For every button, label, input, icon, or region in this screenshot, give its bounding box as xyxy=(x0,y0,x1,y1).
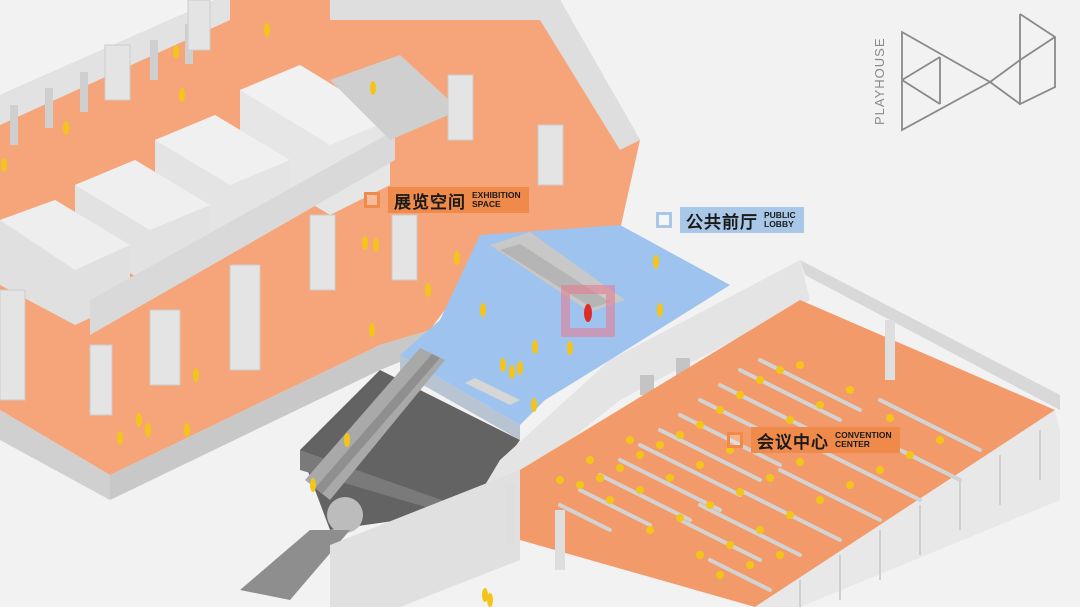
label-en-line1: CONVENTION xyxy=(835,430,892,440)
label-box: 会议中心 CONVENTION CENTER xyxy=(751,427,900,453)
label-zh-text: 展览空间 xyxy=(394,192,466,213)
ramp-wall xyxy=(470,260,1060,510)
label-en-line1: EXHIBITION xyxy=(472,190,521,200)
playhouse-logo-icon xyxy=(901,13,1056,132)
highlight-marker xyxy=(561,285,615,337)
people-figures xyxy=(1,23,663,607)
label-en-line2: SPACE xyxy=(472,199,501,209)
label-en-text: EXHIBITION SPACE xyxy=(472,191,521,209)
playhouse-logo-text: PLAYHOUSE xyxy=(872,37,887,125)
label-public-lobby: 公共前厅 PUBLIC LOBBY xyxy=(656,207,804,233)
label-en-line1: PUBLIC xyxy=(764,210,796,220)
highlighted-person xyxy=(584,304,592,322)
lower-level-void xyxy=(240,348,520,600)
label-zh-text: 公共前厅 xyxy=(686,212,758,233)
label-en-text: PUBLIC LOBBY xyxy=(764,211,796,229)
label-marker-square xyxy=(364,192,380,208)
exhibition-shelving xyxy=(0,55,460,335)
label-en-text: CONVENTION CENTER xyxy=(835,431,892,449)
label-en-line2: CENTER xyxy=(835,439,870,449)
label-convention-center: 会议中心 CONVENTION CENTER xyxy=(727,427,900,453)
pillars xyxy=(0,0,564,416)
label-marker-square xyxy=(656,212,672,228)
label-marker-square xyxy=(727,432,743,448)
label-box: 公共前厅 PUBLIC LOBBY xyxy=(680,207,804,233)
label-exhibition-space: 展览空间 EXHIBITION SPACE xyxy=(364,187,529,213)
label-zh-text: 会议中心 xyxy=(757,432,829,453)
audience-figures xyxy=(556,361,944,579)
label-en-line2: LOBBY xyxy=(764,219,794,229)
label-box: 展览空间 EXHIBITION SPACE xyxy=(388,187,529,213)
